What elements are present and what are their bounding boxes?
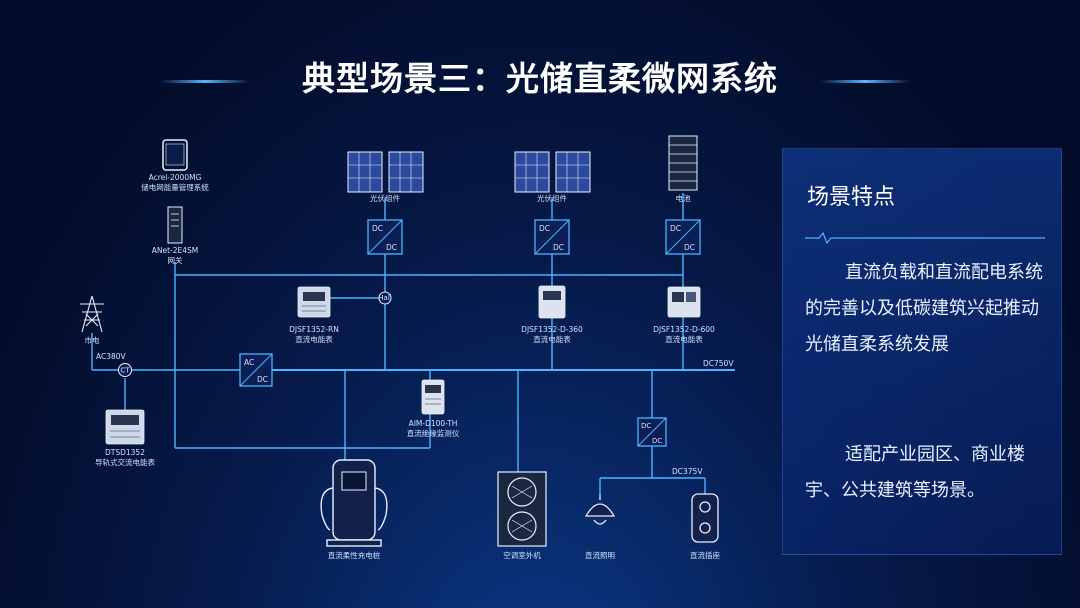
dc-meter-icon-3: [667, 286, 701, 318]
lighting-label: 直流照明: [585, 550, 615, 560]
solar-panel-icon-2: [514, 151, 591, 193]
gateway-desc-label: 网关: [168, 255, 183, 265]
acrel-model-label: Acrel-2000MG: [149, 173, 202, 182]
charger-label: 直流柔性充电桩: [328, 550, 381, 560]
dc-meter-icon-1: [297, 286, 331, 318]
slide-title: 典型场景三：光储直柔微网系统: [302, 59, 778, 98]
panel-paragraph-1: 直流负载和直流配电系统的完善以及低碳建筑兴起推动光储直柔系统发展: [805, 262, 1043, 355]
meter3-model-label: DJSF1352-D-600: [653, 325, 715, 334]
dc375-label: DC375V: [672, 467, 703, 476]
battery-label: 电池: [676, 193, 691, 203]
hall-sensor-icon: Hall: [378, 291, 392, 305]
pv2-label: 光伏组件: [537, 193, 567, 203]
dcdc-converter-pv1: DC DC: [367, 219, 403, 255]
meter2-model-label: DJSF1352-D-360: [521, 325, 583, 334]
acrel-desc-label: 储电网能量管理系统: [141, 182, 209, 192]
insulation-monitor-icon: [421, 379, 445, 415]
svg-text:DC: DC: [553, 243, 564, 252]
dcdc-converter-battery: DC DC: [665, 219, 701, 255]
meter2-desc-label: 直流电能表: [533, 334, 571, 344]
svg-text:DC: DC: [539, 224, 550, 233]
socket-label: 直流插座: [690, 550, 720, 560]
panel-title: 场景特点: [807, 185, 896, 210]
tablet-icon: [162, 139, 188, 171]
acdc-converter: AC DC: [239, 353, 273, 387]
power-socket-icon: [691, 493, 719, 543]
dtsd-model-label: DTSD1352: [105, 448, 145, 457]
dcdc-converter-pv2: DC DC: [534, 219, 570, 255]
aim-model-label: AIM-D100-TH: [409, 419, 458, 428]
gateway-icon: [167, 206, 183, 244]
svg-text:DC: DC: [257, 375, 268, 384]
svg-text:AC: AC: [244, 358, 254, 367]
power-tower-icon: [80, 295, 104, 333]
svg-text:DC: DC: [652, 437, 662, 445]
dtsd-desc-label: 导轨式交流电能表: [95, 457, 155, 467]
dc-meter-icon-2: [538, 285, 566, 319]
ev-charger-icon: [320, 459, 388, 547]
panel-paragraph-2: 适配产业园区、商业楼宇、公共建筑等场景。: [805, 444, 1025, 501]
aim-desc-label: 直流绝缘监测仪: [407, 428, 460, 438]
svg-text:DC: DC: [684, 243, 695, 252]
svg-text:Hall: Hall: [378, 294, 391, 302]
ac-meter-icon: [105, 409, 145, 445]
ceiling-light-icon: [584, 494, 616, 525]
svg-text:DC: DC: [386, 243, 397, 252]
ac-unit-label: 空调室外机: [503, 550, 541, 560]
meter1-desc-label: 直流电能表: [295, 334, 333, 344]
meter1-model-label: DJSF1352-RN: [289, 325, 339, 334]
meter3-desc-label: 直流电能表: [665, 334, 703, 344]
battery-icon: [668, 135, 698, 191]
grid-label: 市电: [85, 335, 100, 345]
svg-text:DC: DC: [670, 224, 681, 233]
pv1-label: 光伏组件: [370, 193, 400, 203]
system-diagram: Acrel-2000MG 储电网能量管理系统 ANet-2E4SM 网关 光伏组…: [80, 135, 735, 560]
title-decoration-right: [820, 80, 910, 83]
svg-text:DC: DC: [641, 422, 651, 430]
solar-panel-icon-1: [347, 151, 424, 193]
gateway-model-label: ANet-2E4SM: [152, 246, 199, 255]
feature-panel: 场景特点 直流负载和直流配电系统的完善以及低碳建筑兴起推动光储直柔系统发展 适配…: [782, 148, 1062, 555]
ac-outdoor-unit-icon: [497, 471, 547, 547]
dc750-label: DC750V: [703, 359, 734, 368]
title-decoration-left: [160, 80, 250, 83]
panel-accent-line: [805, 231, 1045, 245]
ct-icon: CT: [118, 363, 132, 377]
ac380-label: AC380V: [96, 352, 127, 361]
svg-text:DC: DC: [372, 224, 383, 233]
svg-text:CT: CT: [120, 367, 130, 375]
dcdc-converter-375: DC DC: [637, 417, 667, 447]
